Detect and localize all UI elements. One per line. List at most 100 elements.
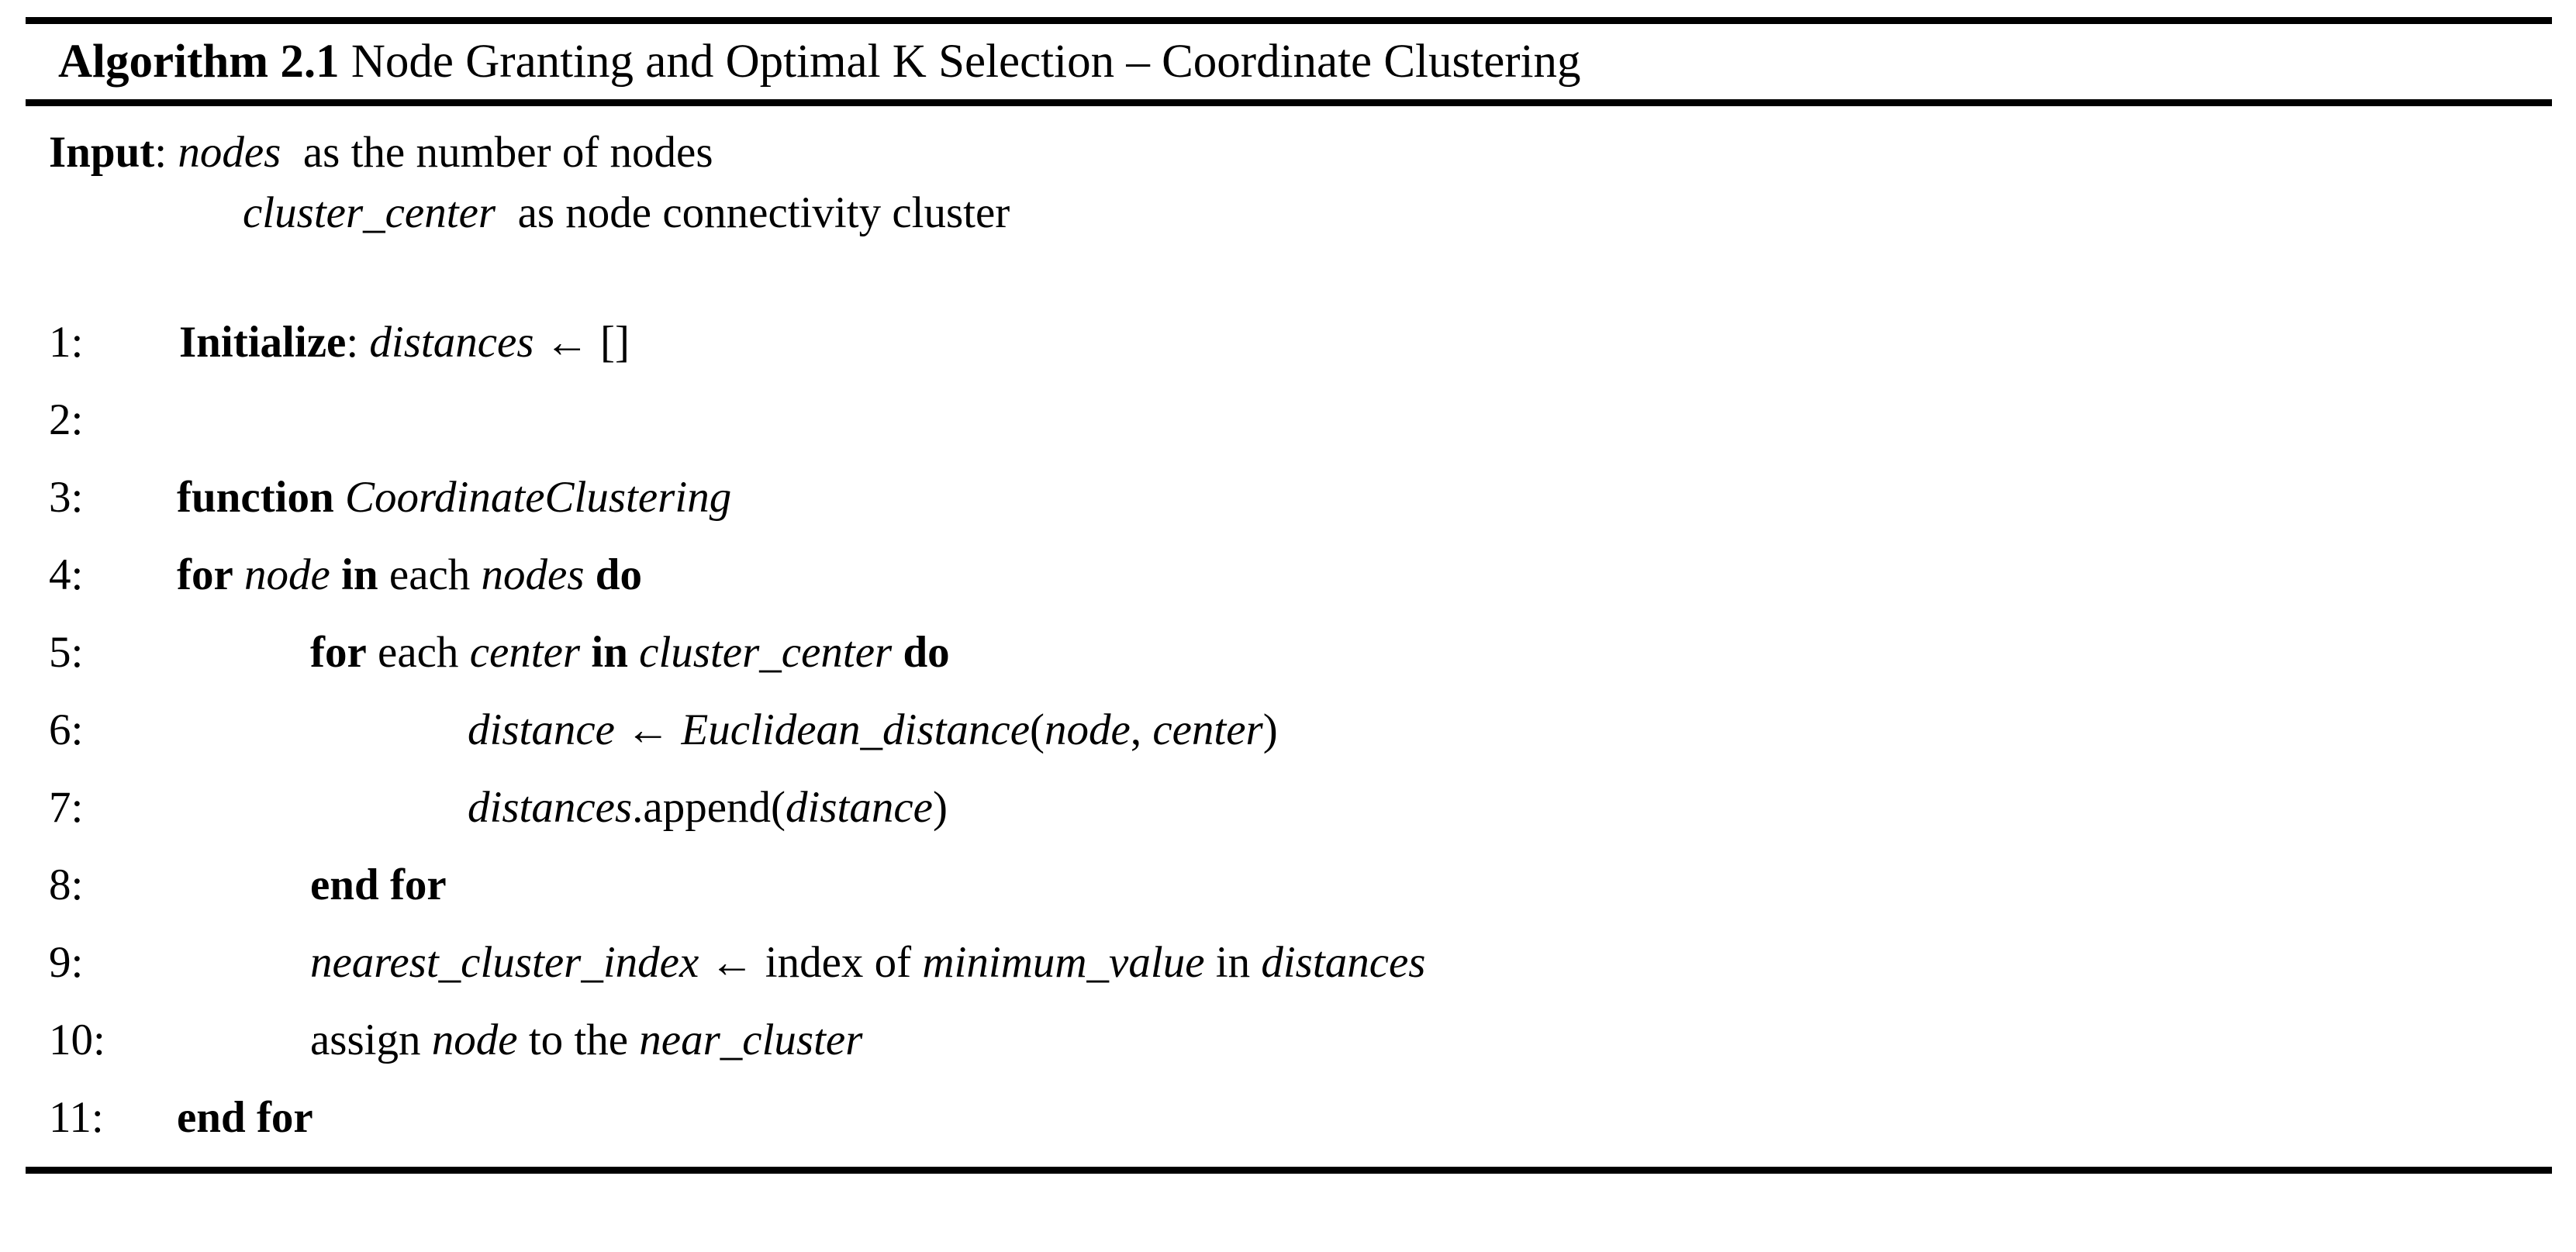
algorithm-title-name: Node Granting and Optimal K Selection – … xyxy=(350,36,1581,88)
input-steps-gap xyxy=(26,243,2552,303)
input-variable-nodes: nodes xyxy=(178,127,281,177)
algorithm-step-row: 4: for node in each nodes do xyxy=(26,536,2552,613)
step-statement: distances.append(distance) xyxy=(177,785,2552,829)
algorithm-step-row: 7: distances.append(distance) xyxy=(26,768,2552,846)
algorithm-steps: 1: Initialize: distances ← [] 2: 3: function… xyxy=(26,303,2552,1156)
step-token: distances xyxy=(1261,937,1426,987)
top-rule xyxy=(26,17,2552,24)
step-statement: for each center in cluster_center do xyxy=(177,630,2552,674)
step-token: Euclidean_distance xyxy=(681,705,1031,754)
step-token: Initialize xyxy=(179,317,347,367)
step-token: each xyxy=(378,550,482,599)
step-token: ) xyxy=(1262,705,1278,754)
step-number: 9: xyxy=(49,937,84,987)
algorithm-title-label: Algorithm 2.1 xyxy=(58,36,340,88)
step-token: center xyxy=(1152,705,1263,754)
step-statement: Initialize: distances ← [] xyxy=(177,320,2552,364)
step-statement: end for xyxy=(177,1095,2552,1140)
step-token: ) xyxy=(932,782,948,832)
title-separator-rule xyxy=(26,99,2552,106)
step-token: , xyxy=(1130,705,1153,754)
input-spacer-2 xyxy=(281,130,303,174)
algorithm-title: Algorithm 2.1 Node Granting and Optimal … xyxy=(58,38,1581,85)
step-token: distance xyxy=(468,705,615,754)
step-token: ← xyxy=(699,937,765,987)
step-statement: end for xyxy=(177,863,2552,907)
step-token: cluster_center xyxy=(639,627,893,677)
step-number: 7: xyxy=(49,782,84,832)
step-token: end for xyxy=(310,860,447,909)
step-statement: nearest_cluster_index ← index of minimum… xyxy=(177,940,2552,985)
step-number: 2: xyxy=(49,395,84,444)
input-spacer-1 xyxy=(167,130,178,174)
algorithm-step-row: 5: for each center in cluster_center do xyxy=(26,613,2552,691)
algorithm-step-row: 8: end for xyxy=(26,846,2552,923)
algorithm-step-row: 10: assign node to the near_cluster xyxy=(26,1001,2552,1078)
step-token xyxy=(580,628,591,677)
step-token xyxy=(892,628,903,677)
step-token xyxy=(628,628,639,677)
step-token: assign xyxy=(310,1015,432,1064)
step-token: distance xyxy=(785,782,933,832)
step-token: center xyxy=(469,627,581,677)
step-token: ← xyxy=(534,317,601,367)
step-number: 8: xyxy=(49,860,84,909)
step-token: node xyxy=(431,1015,518,1064)
step-token: : xyxy=(346,317,370,367)
step-token: in xyxy=(591,627,628,677)
step-token: in xyxy=(1204,937,1262,987)
step-number: 10: xyxy=(49,1015,105,1064)
step-number: 5: xyxy=(49,627,84,677)
step-token: index of xyxy=(765,937,923,987)
step-number: 3: xyxy=(49,472,84,522)
step-token: [] xyxy=(600,317,630,367)
step-token xyxy=(330,550,341,599)
step-number: 4: xyxy=(49,550,84,599)
bottom-rule xyxy=(26,1167,2552,1174)
step-number: 1: xyxy=(49,317,84,367)
algorithm-step-row: 6: distance ← Euclidean_distance(node, ce… xyxy=(26,691,2552,768)
input-keyword: Input xyxy=(49,127,155,177)
algorithm-title-spacer xyxy=(340,36,351,88)
step-token: distances xyxy=(369,317,534,367)
step-statement: function CoordinateClustering xyxy=(177,475,2552,519)
input-variable-cluster-center: cluster_center xyxy=(243,188,496,237)
step-number: 6: xyxy=(49,705,84,754)
step-token: function xyxy=(177,472,334,522)
step-token: CoordinateClustering xyxy=(344,472,732,522)
input-spacer-3 xyxy=(496,191,518,235)
step-token: to the xyxy=(517,1015,640,1064)
step-token xyxy=(233,550,244,599)
step-token: nodes xyxy=(481,550,585,599)
step-token: do xyxy=(903,627,950,677)
step-token: end for xyxy=(177,1092,313,1142)
step-token: near_cluster xyxy=(639,1015,863,1064)
step-token: .append( xyxy=(632,782,786,832)
step-token: ( xyxy=(1030,705,1045,754)
step-token: for xyxy=(177,550,233,599)
step-token: nearest_cluster_index xyxy=(310,937,699,987)
input-line-2: cluster_center as node connectivity clus… xyxy=(26,182,2552,243)
step-token: each xyxy=(366,627,470,677)
input-description-2: as node connectivity cluster xyxy=(517,188,1010,237)
step-token: distances xyxy=(468,782,633,832)
algorithm-step-row: 3: function CoordinateClustering xyxy=(26,458,2552,536)
algorithm-title-row: Algorithm 2.1 Node Granting and Optimal … xyxy=(26,24,2552,99)
step-token xyxy=(334,473,345,522)
step-token: for xyxy=(310,627,367,677)
input-description-1: as the number of nodes xyxy=(302,127,713,177)
step-token: node xyxy=(1045,705,1131,754)
step-token xyxy=(585,550,596,599)
step-token: node xyxy=(244,550,330,599)
algorithm-body: Input: nodes as the number of nodes clus… xyxy=(26,106,2552,1167)
algorithm-block: Algorithm 2.1 Node Granting and Optimal … xyxy=(26,17,2552,1174)
step-token: ← xyxy=(614,705,682,754)
step-token: do xyxy=(595,550,642,599)
step-statement: for node in each nodes do xyxy=(177,553,2552,597)
step-token: in xyxy=(341,550,378,599)
step-token: minimum_value xyxy=(922,937,1205,987)
step-statement: distance ← Euclidean_distance(node, cent… xyxy=(177,708,2552,752)
algorithm-step-row: 2: xyxy=(26,381,2552,458)
algorithm-step-row: 1: Initialize: distances ← [] xyxy=(26,303,2552,381)
algorithm-step-row: 9: nearest_cluster_index ← index of minim… xyxy=(26,923,2552,1001)
